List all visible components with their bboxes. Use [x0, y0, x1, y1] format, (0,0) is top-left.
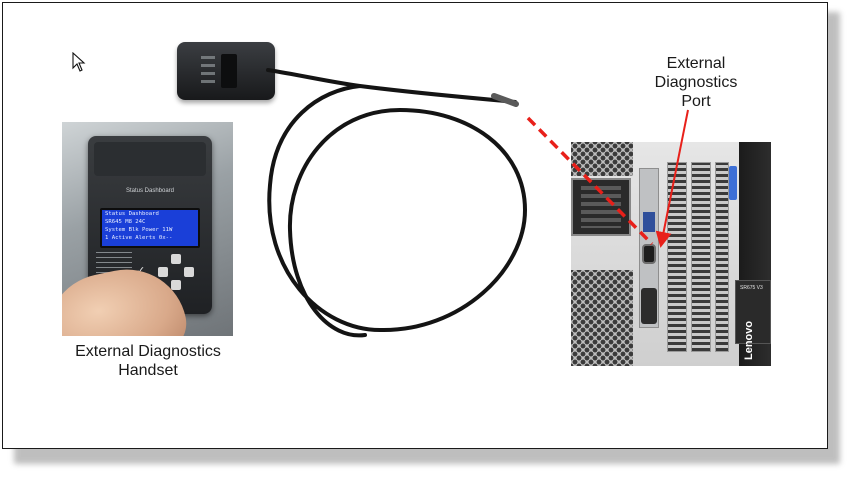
dpad-icon: [158, 254, 194, 290]
handset-screen-slot: [221, 54, 237, 88]
server-rear-photo: SR675 V3 Lenovo: [571, 142, 771, 366]
drive-bay: [571, 178, 631, 236]
dashed-callout-line: [526, 116, 654, 246]
vga-port: [641, 288, 657, 324]
cable-connector: [491, 93, 519, 107]
port-arrow: [655, 109, 689, 248]
pcie-slot-2: [691, 162, 711, 352]
handset-caption-line-2: Handset: [118, 362, 178, 379]
lcd-line-1: Status Dashboard: [105, 211, 159, 217]
handset-buttons: [201, 56, 215, 86]
lcd-line-2: SR645 M8 24C: [105, 219, 146, 225]
handset-caption: External Diagnostics Handset: [48, 342, 248, 380]
pull-out-tag: SR675 V3: [735, 280, 771, 344]
handset-panel-title: Status Dashboard: [125, 188, 175, 194]
port-caption-line-1: External: [666, 55, 726, 72]
mouse-pointer-icon: [72, 52, 86, 72]
handset-caption-line-1: External Diagnostics: [75, 343, 221, 360]
diagnostics-cable: [266, 68, 528, 338]
handset-lcd-screen: Status Dashboard SR645 M8 24C System Blk…: [100, 208, 200, 248]
external-diagnostics-port: [642, 244, 656, 264]
lcd-line-3: System Blk Power 11W: [105, 227, 173, 233]
blue-release-tab: [729, 166, 737, 200]
vent-grille-bottom: [571, 270, 633, 366]
port-caption: External Diagnostics Port: [636, 54, 756, 111]
pcie-slot-3: [715, 162, 729, 352]
diagnostics-handset-device: [177, 42, 275, 100]
vent-grille-top: [571, 142, 633, 176]
handset-top-cap: [94, 142, 206, 176]
port-caption-line-3: Port: [681, 93, 711, 110]
lcd-line-4: 1 Active Alerts 0x--: [105, 235, 173, 241]
handset-photo: Status Dashboard Status Dashboard SR645 …: [62, 122, 233, 336]
port-caption-line-2: Diagnostics: [654, 74, 738, 91]
usb-port: [643, 212, 655, 232]
pull-out-tag-text: SR675 V3: [740, 285, 763, 291]
